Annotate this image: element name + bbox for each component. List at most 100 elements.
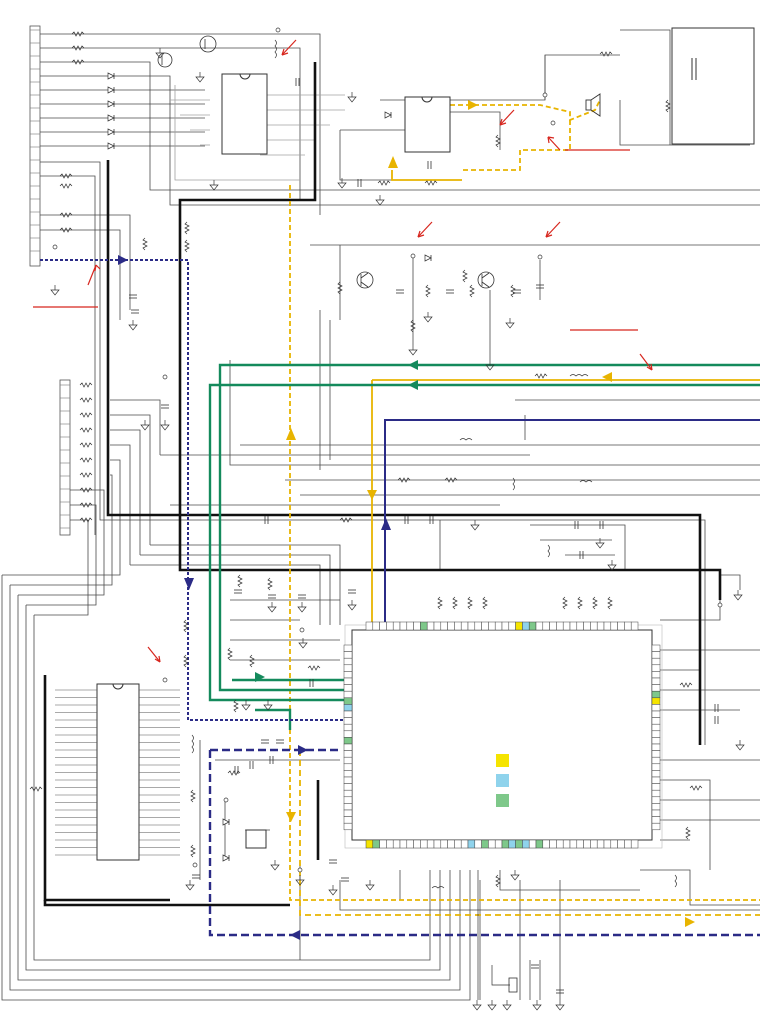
resistor-icon bbox=[59, 227, 73, 233]
capacitor-icon bbox=[295, 78, 300, 86]
resistor-icon bbox=[59, 183, 73, 189]
grounds bbox=[50, 48, 745, 1011]
test-point bbox=[192, 862, 198, 868]
capacitor-icon bbox=[129, 294, 137, 299]
resistor-icon bbox=[339, 517, 353, 523]
bottom-verticals bbox=[477, 870, 541, 1000]
capacitor-icon bbox=[268, 594, 276, 599]
resistor-icon bbox=[71, 31, 85, 37]
resistor-icon bbox=[71, 45, 85, 51]
capacitor-icon bbox=[161, 404, 169, 409]
arrow-icon bbox=[184, 578, 194, 590]
resistor-icon bbox=[237, 574, 243, 588]
capacitor-icon bbox=[348, 589, 356, 594]
test-point bbox=[537, 254, 543, 260]
resistor-icon bbox=[562, 596, 568, 610]
transistor-icon bbox=[199, 35, 217, 53]
test-point bbox=[410, 253, 416, 259]
resistor-icon bbox=[79, 397, 93, 403]
ic-memory bbox=[96, 683, 140, 861]
resistor-icon bbox=[425, 284, 431, 298]
capacitor-icon bbox=[427, 161, 432, 169]
diode-icon bbox=[107, 142, 115, 150]
resistor-icon bbox=[183, 654, 189, 668]
resistor-icon bbox=[679, 682, 693, 688]
diode-icon bbox=[107, 100, 115, 108]
ground-icon bbox=[502, 1000, 512, 1011]
ground-icon bbox=[505, 318, 515, 329]
ground-icon bbox=[555, 1000, 565, 1011]
capacitor-icon bbox=[329, 859, 337, 864]
test-point bbox=[717, 602, 723, 608]
resistor-icon bbox=[79, 412, 93, 418]
resistor-icon bbox=[469, 284, 475, 298]
ground-icon bbox=[328, 885, 338, 896]
capacitor-icon bbox=[714, 716, 719, 724]
capacitor-icon bbox=[261, 739, 269, 744]
arrow-icon bbox=[381, 518, 391, 530]
transistors bbox=[157, 35, 495, 289]
ground-icon bbox=[160, 420, 170, 431]
resistor-icon bbox=[462, 269, 468, 283]
arrow-icon bbox=[286, 428, 296, 440]
signal-path-yellow bbox=[289, 99, 760, 916]
resistor-icon bbox=[495, 134, 501, 148]
ground-icon bbox=[487, 1000, 497, 1011]
test-point bbox=[162, 677, 168, 683]
resistor-icon bbox=[184, 221, 190, 235]
ic-transformer bbox=[671, 27, 755, 145]
ground-icon bbox=[347, 92, 357, 103]
resistor-icon bbox=[79, 457, 93, 463]
ground-icon bbox=[532, 1000, 542, 1011]
signal-arrows bbox=[118, 100, 695, 940]
capacitor-icon bbox=[341, 877, 349, 882]
connector-pin-lines bbox=[30, 29, 70, 529]
capacitor-icon bbox=[269, 756, 274, 764]
test-point bbox=[542, 92, 548, 98]
ground-icon bbox=[263, 700, 273, 711]
resistor-icon bbox=[665, 99, 671, 113]
arrow-icon bbox=[408, 360, 418, 370]
arrow-icon bbox=[290, 930, 300, 940]
capacitor-icon bbox=[234, 589, 242, 594]
capacitor-icon bbox=[298, 594, 306, 599]
resistor-icon bbox=[689, 785, 703, 791]
ic-regulator bbox=[245, 829, 267, 849]
connector-top-left bbox=[29, 25, 41, 267]
capacitor-icon bbox=[276, 739, 284, 744]
arrow-icon bbox=[255, 672, 265, 682]
resistor-icon bbox=[59, 212, 73, 218]
signal-path-navy bbox=[40, 259, 760, 937]
resistors bbox=[29, 31, 703, 888]
resistor-icon bbox=[424, 180, 438, 186]
test-point bbox=[299, 627, 305, 633]
test-point bbox=[275, 27, 281, 33]
resistor-icon bbox=[79, 517, 93, 523]
resistor-icon bbox=[577, 596, 583, 610]
resistor-icon bbox=[227, 647, 233, 661]
ground-icon bbox=[365, 880, 375, 891]
capacitor-icon bbox=[531, 964, 539, 969]
test-point bbox=[297, 867, 303, 873]
resistor-icon bbox=[142, 237, 148, 251]
capacitor-icon bbox=[574, 521, 579, 529]
capacitor-icon bbox=[714, 704, 719, 712]
diode-icon bbox=[222, 818, 230, 826]
resistor-icon bbox=[410, 319, 416, 333]
resistor-icon bbox=[59, 173, 73, 179]
ground-icon bbox=[337, 178, 347, 189]
ground-icon bbox=[270, 860, 280, 871]
ground-icon bbox=[347, 600, 357, 611]
resistor-icon bbox=[495, 874, 501, 888]
arrow-icon bbox=[367, 490, 377, 500]
capacitor-icon bbox=[536, 284, 544, 289]
arrow-icon bbox=[388, 156, 398, 168]
resistor-icon bbox=[190, 789, 196, 803]
resistor-icon bbox=[233, 699, 239, 713]
capacitor-icon bbox=[396, 289, 404, 294]
capacitor-icon bbox=[446, 289, 454, 294]
arrow-icon bbox=[602, 372, 612, 382]
resistor-icon bbox=[685, 826, 691, 840]
resistor-icon bbox=[29, 786, 43, 792]
